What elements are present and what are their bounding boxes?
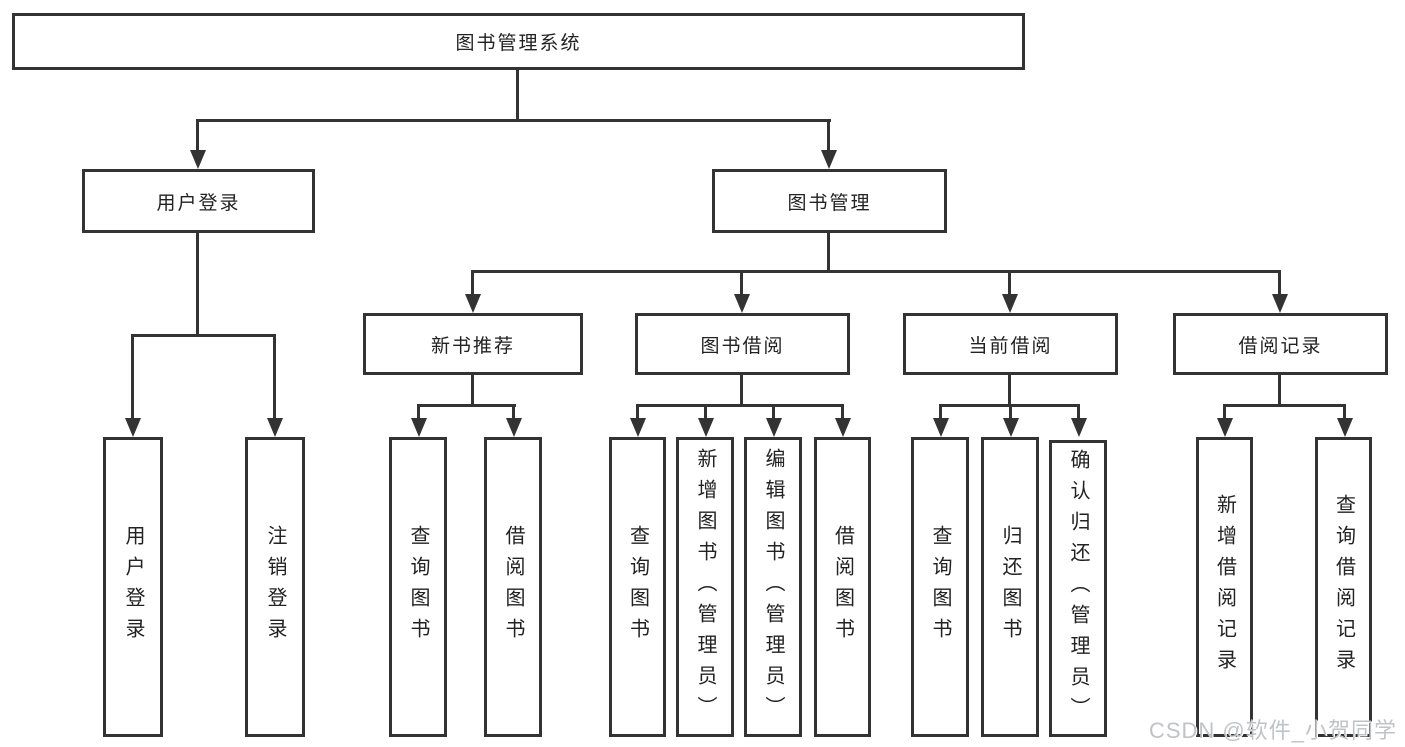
connector-line <box>841 404 844 420</box>
leaf-add-books-admin: 新增图书（管理员） <box>676 437 734 737</box>
connector-line <box>1223 404 1226 420</box>
arrowhead-down <box>1071 418 1087 437</box>
arrowhead-down <box>465 294 481 313</box>
connector-line <box>1278 270 1281 297</box>
connector-line <box>827 119 830 153</box>
node-book-management-label: 图书管理 <box>787 192 872 214</box>
connector-line <box>939 404 942 420</box>
arrowhead-down <box>1003 418 1019 437</box>
node-borrow-records: 借阅记录 <box>1173 313 1388 375</box>
leaf-return-books: 归还图书 <box>981 437 1039 737</box>
leaf-borrow-books-1: 借阅图书 <box>484 437 542 737</box>
node-new-book-recommend: 新书推荐 <box>363 313 583 375</box>
arrowhead-down <box>125 418 141 437</box>
arrowhead-down <box>630 418 646 437</box>
connector-line <box>704 404 707 420</box>
arrowhead-down <box>1272 294 1288 313</box>
connector-line <box>636 404 639 420</box>
connector-line <box>772 404 775 420</box>
arrowhead-down <box>267 418 283 437</box>
arrowhead-down <box>698 418 714 437</box>
connector-line <box>197 119 831 122</box>
connector-line <box>740 375 743 407</box>
connector-line <box>740 270 743 297</box>
leaf-borrow-books-2-label: 借阅图书 <box>831 525 854 649</box>
connector-line <box>1009 404 1012 420</box>
arrowhead-down <box>506 418 522 437</box>
leaf-edit-books-admin-label: 编辑图书（管理员） <box>762 447 784 727</box>
connector-line <box>131 334 134 420</box>
arrowhead-down <box>1002 294 1018 313</box>
connector-line <box>516 70 519 120</box>
connector-line <box>827 233 830 273</box>
node-book-borrow: 图书借阅 <box>635 313 850 375</box>
node-root-library-system: 图书管理系统 <box>12 13 1025 70</box>
leaf-query-borrow-record-label: 查询借阅记录 <box>1332 494 1355 680</box>
connector-line <box>417 404 420 420</box>
arrowhead-down <box>821 150 837 169</box>
leaf-query-books-3: 查询图书 <box>911 437 969 737</box>
leaf-borrow-books-2: 借阅图书 <box>814 437 871 737</box>
leaf-user-login-label: 用户登录 <box>122 525 144 649</box>
leaf-logout: 注销登录 <box>245 437 305 737</box>
arrowhead-down <box>1337 418 1353 437</box>
connector-line <box>1223 404 1345 407</box>
connector-line <box>1278 375 1281 407</box>
node-user-login: 用户登录 <box>82 169 315 233</box>
leaf-confirm-return-admin: 确认归还（管理员） <box>1049 440 1107 737</box>
connector-line <box>1077 404 1080 420</box>
arrowhead-down <box>933 418 949 437</box>
arrowhead-down <box>734 294 750 313</box>
leaf-confirm-return-admin-label: 确认归还（管理员） <box>1067 449 1089 728</box>
connector-line <box>471 270 474 297</box>
leaf-return-books-label: 归还图书 <box>999 525 1021 649</box>
connector-line <box>636 404 844 407</box>
leaf-logout-label: 注销登录 <box>264 525 286 649</box>
connector-line <box>1343 404 1346 420</box>
node-current-borrow: 当前借阅 <box>903 313 1118 375</box>
node-book-borrow-label: 图书借阅 <box>700 335 785 357</box>
node-borrow-records-label: 借阅记录 <box>1238 335 1323 357</box>
connector-line <box>196 233 199 335</box>
leaf-query-books-2: 查询图书 <box>609 437 666 737</box>
leaf-edit-books-admin: 编辑图书（管理员） <box>744 437 802 737</box>
connector-line <box>1008 375 1011 407</box>
leaf-add-borrow-record-label: 新增借阅记录 <box>1213 494 1236 680</box>
leaf-borrow-books-1-label: 借阅图书 <box>502 525 524 649</box>
arrowhead-down <box>766 418 782 437</box>
connector-line <box>471 375 474 407</box>
arrowhead-down <box>190 150 206 169</box>
leaf-add-books-admin-label: 新增图书（管理员） <box>694 447 716 727</box>
arrowhead-down <box>1217 418 1233 437</box>
node-book-management: 图书管理 <box>712 169 947 233</box>
leaf-add-borrow-record: 新增借阅记录 <box>1196 437 1253 737</box>
node-user-login-label: 用户登录 <box>156 192 241 214</box>
arrowhead-down <box>835 418 851 437</box>
connector-line <box>512 404 515 420</box>
arrowhead-down <box>411 418 427 437</box>
leaf-query-books-2-label: 查询图书 <box>626 525 649 649</box>
connector-line <box>196 119 199 153</box>
connector-line <box>417 404 516 407</box>
leaf-query-books-3-label: 查询图书 <box>929 525 951 649</box>
leaf-query-books-1: 查询图书 <box>389 437 447 737</box>
connector-line <box>131 334 276 337</box>
connector-line <box>1008 270 1011 297</box>
leaf-user-login: 用户登录 <box>103 437 163 737</box>
connector-line <box>273 334 276 420</box>
leaf-query-borrow-record: 查询借阅记录 <box>1315 437 1372 737</box>
node-new-book-recommend-label: 新书推荐 <box>430 335 515 357</box>
connector-line <box>471 270 1281 273</box>
node-current-borrow-label: 当前借阅 <box>968 335 1053 357</box>
csdn-watermark: CSDN @软件_小贺同学 <box>1148 718 1397 743</box>
node-root-label: 图书管理系统 <box>455 33 582 54</box>
leaf-query-books-1-label: 查询图书 <box>407 525 429 649</box>
